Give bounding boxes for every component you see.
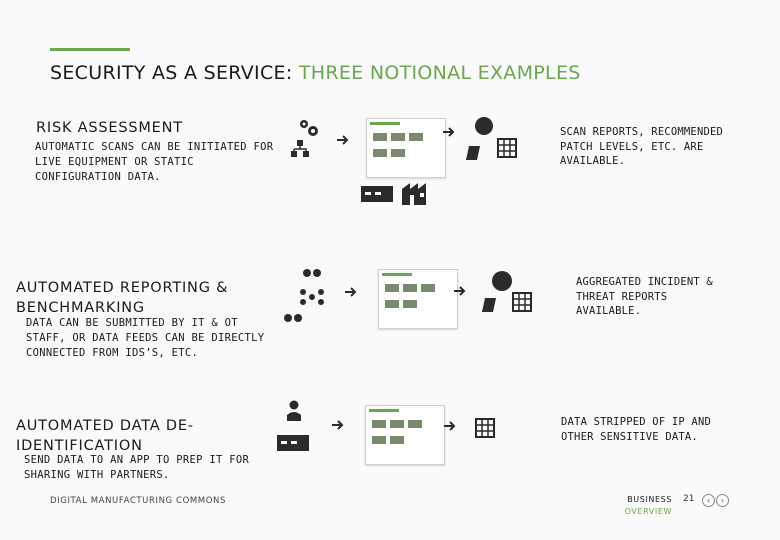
section-2-result: AGGREGATED INCIDENT & THREAT REPORTS AVA… — [576, 276, 713, 317]
arrow-right-icon — [332, 420, 344, 430]
section-2-title: AUTOMATED REPORTING & BENCHMARKING — [16, 280, 229, 316]
person-icon — [303, 269, 321, 277]
page-title: SECURITY AS A SERVICE: THREE NOTIONAL EX… — [50, 62, 581, 84]
document-icon — [482, 298, 496, 312]
footer-section[interactable]: BUSINESS OVERVIEW — [600, 494, 672, 518]
chevron-right-icon: › — [720, 496, 725, 505]
next-page-button[interactable]: › — [716, 494, 729, 507]
section-2-body: DATA CAN BE SUBMITTED BY IT & OT STAFF, … — [26, 317, 265, 359]
footer-org: DIGITAL MANUFACTURING COMMONS — [50, 496, 226, 506]
app-screen-icon — [365, 405, 445, 465]
arrow-right-icon — [444, 421, 456, 431]
footer-business: BUSINESS — [627, 495, 672, 504]
page-title-main: SECURITY AS A SERVICE: — [50, 62, 299, 84]
prev-page-button[interactable]: ‹ — [702, 494, 715, 507]
person-icon — [284, 314, 302, 322]
spreadsheet-icon — [475, 418, 495, 438]
section-1-result: SCAN REPORTS, RECOMMENDED PATCH LEVELS, … — [560, 126, 724, 167]
factory-icon — [402, 183, 426, 205]
section-1-title: RISK ASSESSMENT — [36, 120, 183, 136]
app-screen-icon — [366, 118, 446, 178]
chevron-left-icon: ‹ — [706, 496, 711, 505]
cloud-icon — [475, 117, 493, 135]
section-3-title: AUTOMATED DATA DE-IDENTIFICATION — [16, 418, 194, 454]
spreadsheet-icon — [512, 292, 532, 312]
person-icon — [287, 400, 301, 421]
network-icon — [291, 140, 309, 157]
title-accent-line — [50, 48, 130, 51]
server-icon — [277, 435, 309, 451]
arrow-right-icon — [337, 135, 349, 145]
server-icon — [361, 186, 393, 202]
arrow-right-icon — [443, 127, 455, 137]
document-icon — [466, 146, 480, 160]
arrow-right-icon — [454, 286, 466, 296]
section-3-result: DATA STRIPPED OF IP AND OTHER SENSITIVE … — [561, 416, 711, 443]
spreadsheet-icon — [497, 138, 517, 158]
gears-icon — [300, 120, 318, 136]
arrow-right-icon — [345, 287, 357, 297]
page-title-accent: THREE NOTIONAL EXAMPLES — [298, 62, 581, 84]
page-number: 21 — [683, 494, 695, 504]
section-3-body: SEND DATA TO AN APP TO PREP IT FOR SHARI… — [24, 454, 250, 481]
footer-overview: OVERVIEW — [624, 507, 672, 516]
cloud-icon — [492, 271, 512, 291]
section-1-body: AUTOMATIC SCANS CAN BE INITIATED FOR LIV… — [35, 141, 274, 183]
circuit-icon — [300, 289, 324, 305]
app-screen-icon — [378, 269, 458, 329]
